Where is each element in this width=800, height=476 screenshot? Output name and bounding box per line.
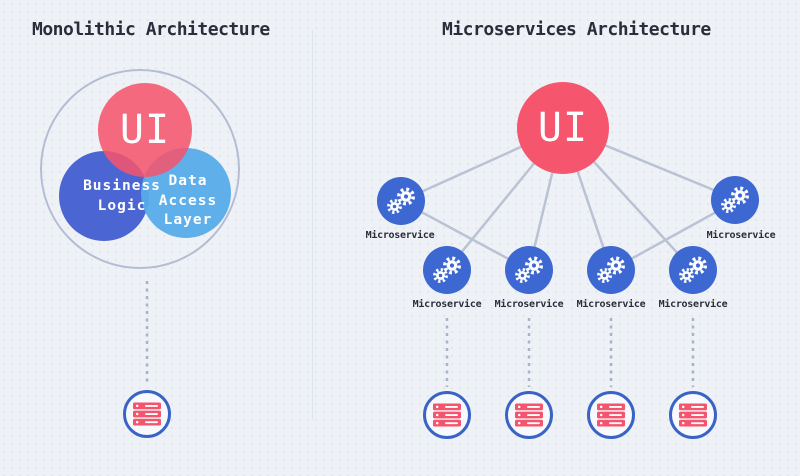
panel-divider — [312, 30, 313, 420]
data-access-label: Data Access Layer — [108, 172, 268, 231]
microservices-title: Microservices Architecture — [442, 19, 711, 40]
database-icon — [433, 403, 461, 427]
gear-icon — [386, 187, 416, 215]
microservice-database — [505, 391, 553, 439]
monolith-database — [123, 390, 171, 438]
gear-icon — [720, 186, 750, 214]
monolith-ui-label: UI — [119, 107, 171, 153]
microservice-label: Microservice — [706, 230, 776, 241]
gear-icon — [514, 256, 544, 284]
microservice-database — [587, 391, 635, 439]
monolith-boundary-circle — [40, 69, 240, 269]
microservice-label: Microservice — [412, 299, 482, 310]
business-logic-label-line1: Business — [83, 178, 161, 194]
database-icon — [679, 403, 707, 427]
data-access-label-line1: Data — [168, 173, 208, 189]
microservice-node — [423, 246, 471, 294]
microservice-label: Microservice — [494, 299, 564, 310]
gear-icon — [596, 256, 626, 284]
microservice-database — [423, 391, 471, 439]
microservice-label: Microservice — [365, 230, 435, 241]
business-logic-label: Business Logic — [42, 177, 202, 216]
microservice-database — [669, 391, 717, 439]
database-icon — [597, 403, 625, 427]
business-logic-label-line2: Logic — [97, 197, 147, 214]
microservice-node — [505, 246, 553, 294]
microservice-node — [377, 177, 425, 225]
gear-icon — [432, 256, 462, 284]
microservices-ui-circle: UI — [517, 82, 609, 174]
microservice-node — [711, 176, 759, 224]
microservice-label: Microservice — [658, 299, 728, 310]
data-access-label-line3: Layer — [163, 212, 213, 228]
monolith-ui-circle: UI — [98, 83, 192, 177]
database-icon — [133, 402, 161, 426]
data-access-label-line2: Access — [158, 192, 218, 209]
microservice-node — [587, 246, 635, 294]
microservice-node — [669, 246, 717, 294]
microservices-ui-label: UI — [537, 105, 589, 151]
gear-icon — [678, 256, 708, 284]
monolithic-title: Monolithic Architecture — [32, 19, 270, 40]
microservice-label: Microservice — [576, 299, 646, 310]
database-icon — [515, 403, 543, 427]
